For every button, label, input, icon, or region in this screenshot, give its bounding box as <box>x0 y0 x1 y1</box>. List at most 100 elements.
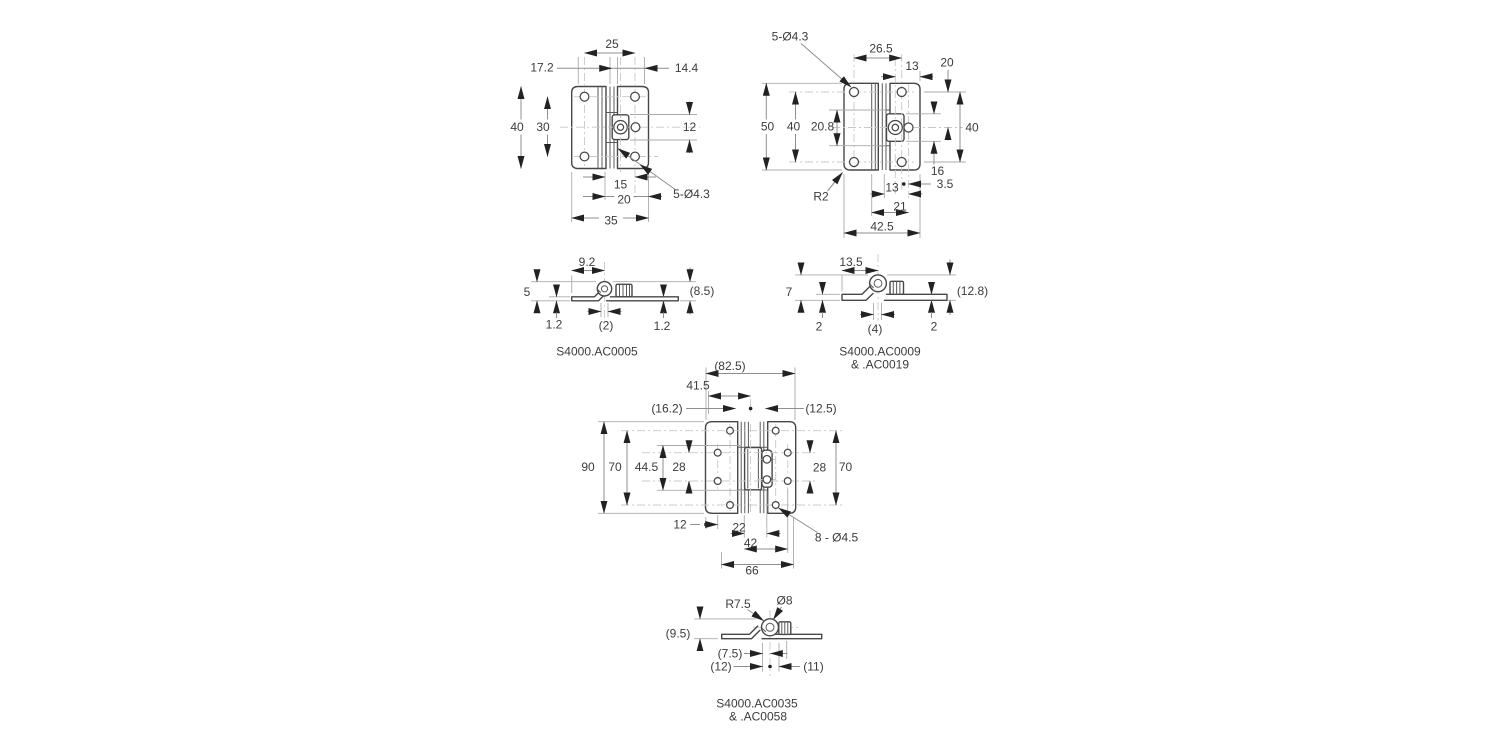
dim-35: 35 <box>604 214 618 228</box>
dim-12-8: (12.8) <box>957 284 988 298</box>
right-leaf-profile <box>883 293 948 301</box>
dim-12: (12) <box>710 660 731 674</box>
curl-bore <box>873 278 883 288</box>
centerlines <box>560 57 700 200</box>
dim-13-bottom: 13 <box>885 181 899 195</box>
dim-11: (11) <box>803 660 823 674</box>
dimension-lines <box>797 259 954 318</box>
hole-callout: 5-Ø4.3 <box>673 187 710 201</box>
dim-90: 90 <box>581 460 595 474</box>
dim-20-8: 20.8 <box>811 120 835 134</box>
dim-26-5: 26.5 <box>869 42 893 56</box>
dim-14-4: 14.4 <box>675 61 699 75</box>
knuckle-curl <box>760 618 780 637</box>
view-hinge90-front: (82.5) 41.5 (16.2) (12.5) 90 70 44.5 28 … <box>581 359 858 578</box>
dim-70-right: 70 <box>839 460 853 474</box>
dim-3-5: 3.5 <box>937 177 954 191</box>
knuckle-curl <box>596 280 613 297</box>
left-leaf-profile <box>721 625 761 640</box>
pivot-holes <box>762 454 772 484</box>
dim-12: 12 <box>683 120 697 134</box>
view-ac0035-side: R7.5 Ø8 (9.5) (7.5) (12) (11) S4000.AC00… <box>666 594 824 724</box>
dim-2-right: 2 <box>931 320 938 334</box>
dimension-lines <box>517 49 693 222</box>
view-hinge40-front: 25 17.2 14.4 40 30 12 15 20 35 5-Ø4.3 <box>510 37 710 228</box>
nut-ribs <box>892 281 901 295</box>
left-leaf <box>843 82 879 171</box>
dim-41-5: 41.5 <box>686 379 710 393</box>
dim-22: 22 <box>732 521 746 535</box>
dim-70-left: 70 <box>608 460 622 474</box>
dim-4: (4) <box>868 322 883 336</box>
dim-44-5: 44.5 <box>635 460 659 474</box>
curl-slot <box>596 288 602 293</box>
dim-17-2: 17.2 <box>530 61 554 75</box>
dim-28-left: 28 <box>672 460 686 474</box>
dim-25: 25 <box>605 37 619 51</box>
curl-bore <box>765 622 775 632</box>
dim-40-right: 40 <box>965 121 979 135</box>
dim-9-2: 9.2 <box>579 255 596 269</box>
dim-42: 42 <box>744 536 758 550</box>
view-hinge50-front: 5-Ø4.3 26.5 13 20 50 40 20.8 40 16 3.5 1… <box>761 30 979 238</box>
dim-16-2: (16.2) <box>651 402 682 416</box>
mounting-holes <box>579 91 641 162</box>
mounting-holes <box>713 426 792 510</box>
dim-2: (2) <box>599 319 614 333</box>
dim-7-5: (7.5) <box>718 647 743 661</box>
dim-40: 40 <box>510 120 524 134</box>
radius-callout: R7.5 <box>725 597 751 611</box>
curl-bore <box>600 285 609 293</box>
left-leaf-profile <box>841 285 874 301</box>
dimension-lines <box>762 43 964 237</box>
dim-30: 30 <box>536 120 550 134</box>
dim-12: 12 <box>673 518 687 532</box>
view-ac0009-side: 13.5 7 (12.8) 2 (4) 2 S4000.AC0009 & .AC… <box>786 254 988 372</box>
right-leaf-profile <box>605 296 679 302</box>
dimension-lines <box>533 267 694 318</box>
part-number-ac0058: & .AC0058 <box>729 710 787 724</box>
dim-1-2-left: 1.2 <box>546 318 563 332</box>
dim-50: 50 <box>761 120 775 134</box>
curl-slot <box>761 627 767 633</box>
nut-ribs <box>619 284 630 297</box>
dimension-lines <box>696 606 800 670</box>
knuckle-curl <box>868 274 888 293</box>
mounting-holes <box>848 86 914 168</box>
view-ac0005-side: 9.2 5 (8.5) 1.2 (2) 1.2 S4000.AC0005 <box>524 255 715 359</box>
dim-13-top: 13 <box>905 59 919 73</box>
extension-lines <box>694 618 788 672</box>
dim-40-left: 40 <box>787 120 801 134</box>
dim-9-5: (9.5) <box>666 627 691 641</box>
diameter-callout: Ø8 <box>776 594 792 608</box>
dim-8-5: (8.5) <box>690 284 715 298</box>
dim-5: 5 <box>524 285 531 299</box>
dimension-lines <box>600 370 840 568</box>
left-leaf <box>704 421 739 514</box>
dim-82-5: (82.5) <box>714 359 745 373</box>
hole-callout: 8 - Ø4.5 <box>815 531 859 545</box>
part-number-ac0005: S4000.AC0005 <box>556 345 638 359</box>
curl-slot <box>869 283 874 289</box>
pivot-pin-bore <box>616 123 625 131</box>
part-number-ac0009: S4000.AC0009 <box>839 345 921 359</box>
dim-21: 21 <box>893 200 907 214</box>
hole-callout: 5-Ø4.3 <box>772 30 809 44</box>
radius-callout: R2 <box>813 190 829 204</box>
dim-16: 16 <box>931 164 945 178</box>
dim-20: 20 <box>617 193 631 207</box>
knuckle-barrel <box>743 446 763 491</box>
dim-1-2-right: 1.2 <box>654 319 671 333</box>
part-number-ac0019: & .AC0019 <box>851 358 909 372</box>
part-number-ac0035: S4000.AC0035 <box>716 697 798 711</box>
dim-12-5: (12.5) <box>805 402 836 416</box>
dim-42-5: 42.5 <box>870 220 894 234</box>
dim-2-left: 2 <box>816 320 823 334</box>
dim-20: 20 <box>940 56 954 70</box>
dim-66: 66 <box>745 564 759 578</box>
dim-28-right: 28 <box>813 461 827 475</box>
pivot-pin-bore <box>891 123 900 132</box>
nut-ribs <box>781 621 789 635</box>
